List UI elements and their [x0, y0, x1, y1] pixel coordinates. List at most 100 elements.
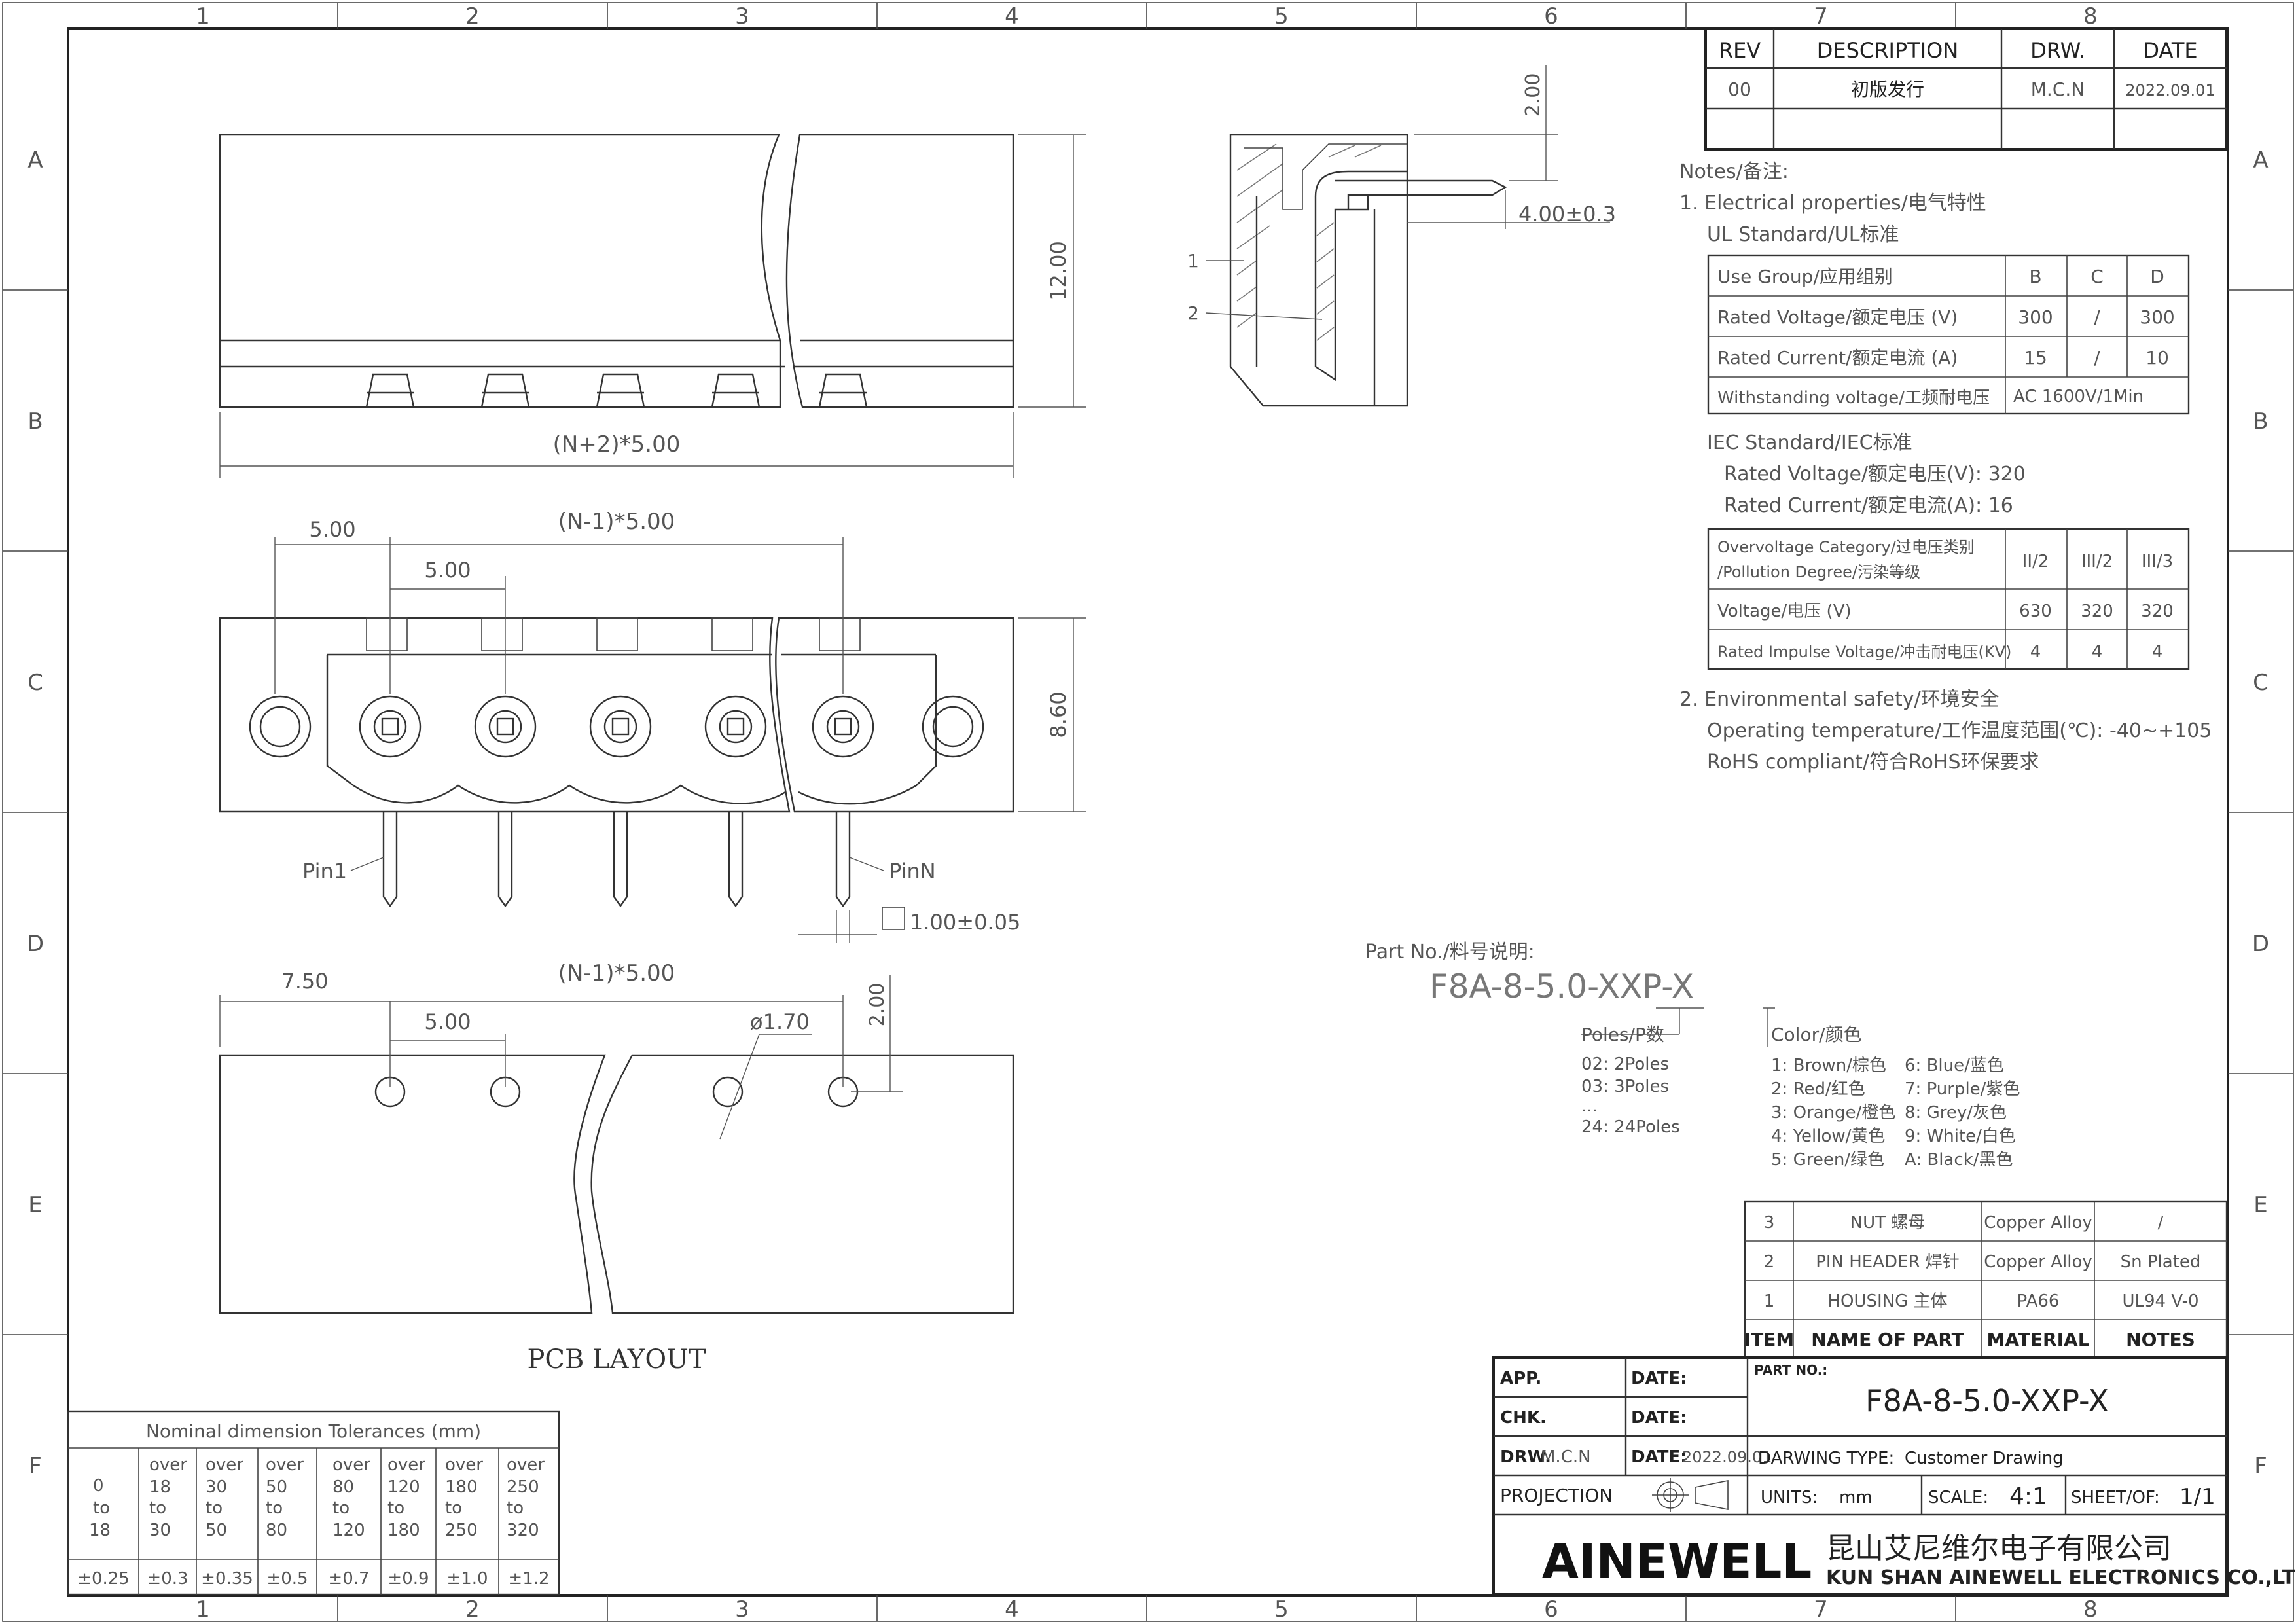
range-cell: 30 [149, 1521, 171, 1540]
range-cell: 320 [507, 1521, 539, 1540]
col-label-bottom: 3 [735, 1597, 749, 1623]
row-label-left: D [27, 931, 44, 957]
dim-pcb-offset: 2.00 [866, 983, 889, 1027]
color-item: 6: Blue/蓝色 [1905, 1056, 2004, 1075]
iec-cell: II/2 [2022, 552, 2049, 571]
range-cell: 18 [89, 1521, 111, 1540]
ul-row-label: Use Group/应用组别 [1717, 266, 1893, 287]
row-label-left: E [28, 1192, 42, 1218]
title-block: APP. DATE: CHK. DATE: DRW. DATE: PART NO… [1492, 1356, 2296, 1596]
notes-title: Notes/备注: [1679, 160, 1789, 183]
bom-table: 3 NUT 螺母 Copper Alloy / 2 PIN HEADER 焊针 … [1744, 1200, 2228, 1359]
col-label-top: 5 [1274, 3, 1289, 29]
row-label-left: B [27, 408, 43, 435]
bom-cell: PIN HEADER 焊针 [1816, 1252, 1960, 1272]
part-no-code: F8A-8-5.0-XXP-X [1429, 967, 1694, 1005]
bom-cell: Sn Plated [2121, 1252, 2201, 1272]
bom-cell: 1 [1764, 1291, 1775, 1311]
range-cell: 250 [445, 1521, 478, 1540]
pin1-label: Pin1 [302, 859, 347, 884]
range-cell: 30 [206, 1477, 227, 1497]
bom-cell: HOUSING 主体 [1827, 1291, 1947, 1311]
dim-front-pitch: 5.00 [424, 558, 471, 583]
ul-cell: 300 [2140, 306, 2174, 328]
bom-cell: / [2158, 1213, 2164, 1233]
description-value: 初版发行 [1851, 79, 1924, 100]
range-cell: 0 [93, 1476, 104, 1496]
col-label-top: 3 [735, 3, 749, 29]
range-cell: to [266, 1498, 283, 1518]
row-label-left: F [29, 1453, 42, 1479]
color-item: 1: Brown/棕色 [1771, 1056, 1886, 1075]
col-label-bottom: 2 [465, 1597, 480, 1623]
iec-row-label: Voltage/电压 (V) [1717, 602, 1852, 621]
range-cell: 80 [266, 1521, 287, 1540]
range-cell: over [149, 1455, 187, 1475]
range-cell: 180 [445, 1477, 478, 1497]
bom-cell: 2 [1764, 1252, 1775, 1272]
bom-header: NOTES [2126, 1329, 2195, 1350]
sheet-label: SHEET/OF: [2071, 1488, 2160, 1507]
ul-cell: / [2094, 347, 2100, 369]
front-view: 5.00 (N-1)*5.00 5.00 8.60 Pin1 PinN 1.00… [219, 509, 1086, 943]
bom-header: NAME OF PART [1811, 1329, 1964, 1350]
col-label-top: 4 [1005, 3, 1019, 29]
bom-cell: NUT 螺母 [1850, 1213, 1926, 1233]
range-cell: to [445, 1498, 462, 1518]
dim-front-height: 8.60 [1046, 691, 1071, 738]
row-label-left: C [27, 670, 43, 696]
ul-cell: 15 [2024, 347, 2047, 369]
drw-value: M.C.N [2031, 79, 2085, 100]
env-temp: Operating temperature/工作温度范围(℃): -40~+10… [1707, 719, 2212, 742]
description-header: DESCRIPTION [1817, 38, 1959, 63]
col-label-top: 7 [1814, 3, 1828, 29]
col-label-top: 1 [196, 3, 210, 29]
units-label: UNITS: [1761, 1488, 1818, 1507]
ul-cell: C [2090, 266, 2104, 287]
color-title: Color/颜色 [1771, 1024, 1862, 1045]
range-cell: over [332, 1455, 370, 1475]
iec-cell: 4 [2152, 642, 2163, 662]
drw-name: M.C.N [1541, 1447, 1591, 1467]
ul-cell: 10 [2145, 347, 2169, 369]
tolerance-title: Nominal dimension Tolerances (mm) [146, 1420, 481, 1442]
drw-label: DRW. [1500, 1447, 1551, 1467]
bom-header: ITEM [1744, 1329, 1795, 1350]
bom-cell: Copper Alloy [1984, 1213, 2092, 1233]
company-name-en: KUN SHAN AINEWELL ELECTRONICS CO.,LTD [1826, 1566, 2296, 1589]
col-label-bottom: 5 [1274, 1597, 1289, 1623]
ul-row-label: Rated Current/额定电流 (A) [1717, 347, 1958, 369]
row-label-right: F [2254, 1453, 2267, 1479]
dim-pcb-hole: ø1.70 [750, 1009, 810, 1034]
row-label-right: B [2253, 408, 2268, 435]
projection-symbol [1652, 1478, 1729, 1512]
chk-label: CHK. [1500, 1408, 1547, 1428]
ul-cell: B [2029, 266, 2041, 287]
range-cell: 50 [266, 1477, 287, 1497]
color-item: 2: Red/红色 [1771, 1079, 1865, 1099]
iec-row-label: Rated Impulse Voltage/冲击耐电压(KV) [1717, 643, 2011, 661]
col-label-top: 6 [1544, 3, 1558, 29]
screw-row [359, 695, 874, 758]
dim-pcb-pitch: 5.00 [424, 1009, 471, 1034]
col-label-bottom: 1 [196, 1597, 210, 1623]
env-title: 2. Environmental safety/环境安全 [1679, 688, 2000, 711]
dim-front-span: (N-1)*5.00 [558, 509, 675, 535]
iec-cell: 320 [2141, 602, 2174, 621]
range-cell: 80 [332, 1477, 354, 1497]
color-item: A: Black/黑色 [1905, 1150, 2013, 1170]
iec-cell: 4 [2092, 642, 2103, 662]
col-label-top: 2 [465, 3, 480, 29]
app-label: APP. [1500, 1369, 1541, 1388]
top-view: 12.00 (N+2)*5.00 [219, 134, 1086, 478]
range-cell: 250 [507, 1477, 539, 1497]
dim-front-pitch-left: 5.00 [309, 517, 355, 542]
tolerance-value: ±0.3 [147, 1569, 188, 1589]
range-cell: to [93, 1498, 110, 1518]
col-label-top: 8 [2083, 3, 2098, 29]
company-logo: AINEWELL [1542, 1534, 1812, 1589]
color-item: 5: Green/绿色 [1771, 1150, 1884, 1170]
col-label-bottom: 4 [1005, 1597, 1019, 1623]
pcb-layout-title: PCB LAYOUT [527, 1344, 706, 1375]
row-label-right: A [2253, 147, 2268, 173]
